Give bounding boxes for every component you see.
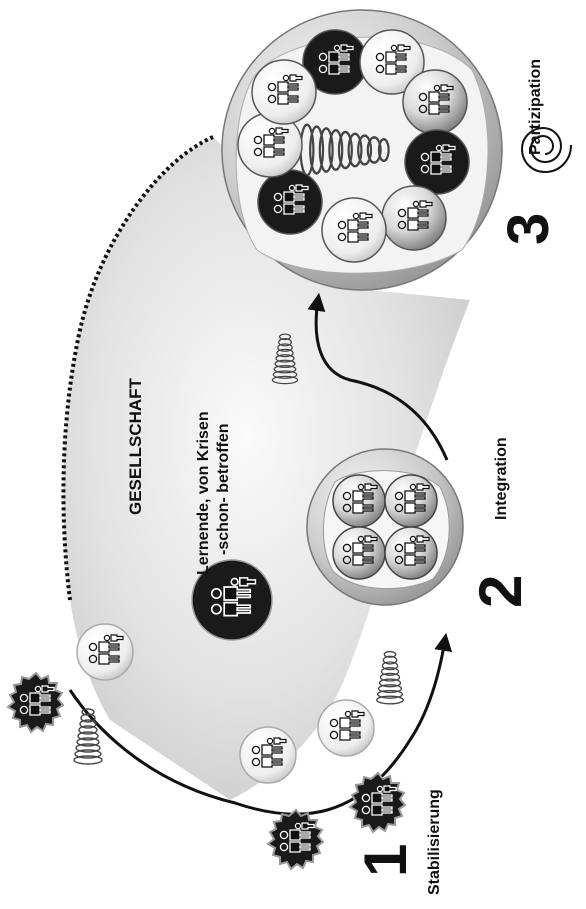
learners-label-line1: Lernende, von Krisen — [195, 411, 212, 575]
legend-crisis-badge — [191, 559, 273, 641]
stage-2-label: Integration — [493, 437, 510, 520]
society-boundary — [61, 135, 214, 601]
participation-orb — [221, 9, 503, 291]
stage-1-label: Stabilisierung — [426, 789, 443, 895]
path-to-stage-3 — [307, 292, 449, 461]
crisis-group-badge — [7, 672, 64, 733]
learner-group-badge — [239, 726, 297, 784]
society-region — [63, 137, 470, 800]
integration-orb — [306, 448, 464, 606]
learner-group-badge — [76, 623, 134, 681]
spring-coil-icon — [376, 650, 404, 705]
stage-3-label: Partizipation — [527, 59, 544, 155]
stage-2-number: 2 — [467, 575, 534, 608]
spiral-icon — [520, 126, 572, 174]
spring-coil-icon — [73, 708, 103, 765]
society-label: GESELLSCHAFT — [126, 377, 145, 515]
stage-1-number: 1 — [352, 844, 419, 877]
stage-3-number: 3 — [496, 213, 561, 245]
learners-label-line2: -schon- betroffen — [215, 423, 232, 555]
crisis-group-badge — [349, 772, 406, 833]
crisis-group-badge — [267, 809, 324, 870]
learner-group-badge — [317, 699, 375, 757]
